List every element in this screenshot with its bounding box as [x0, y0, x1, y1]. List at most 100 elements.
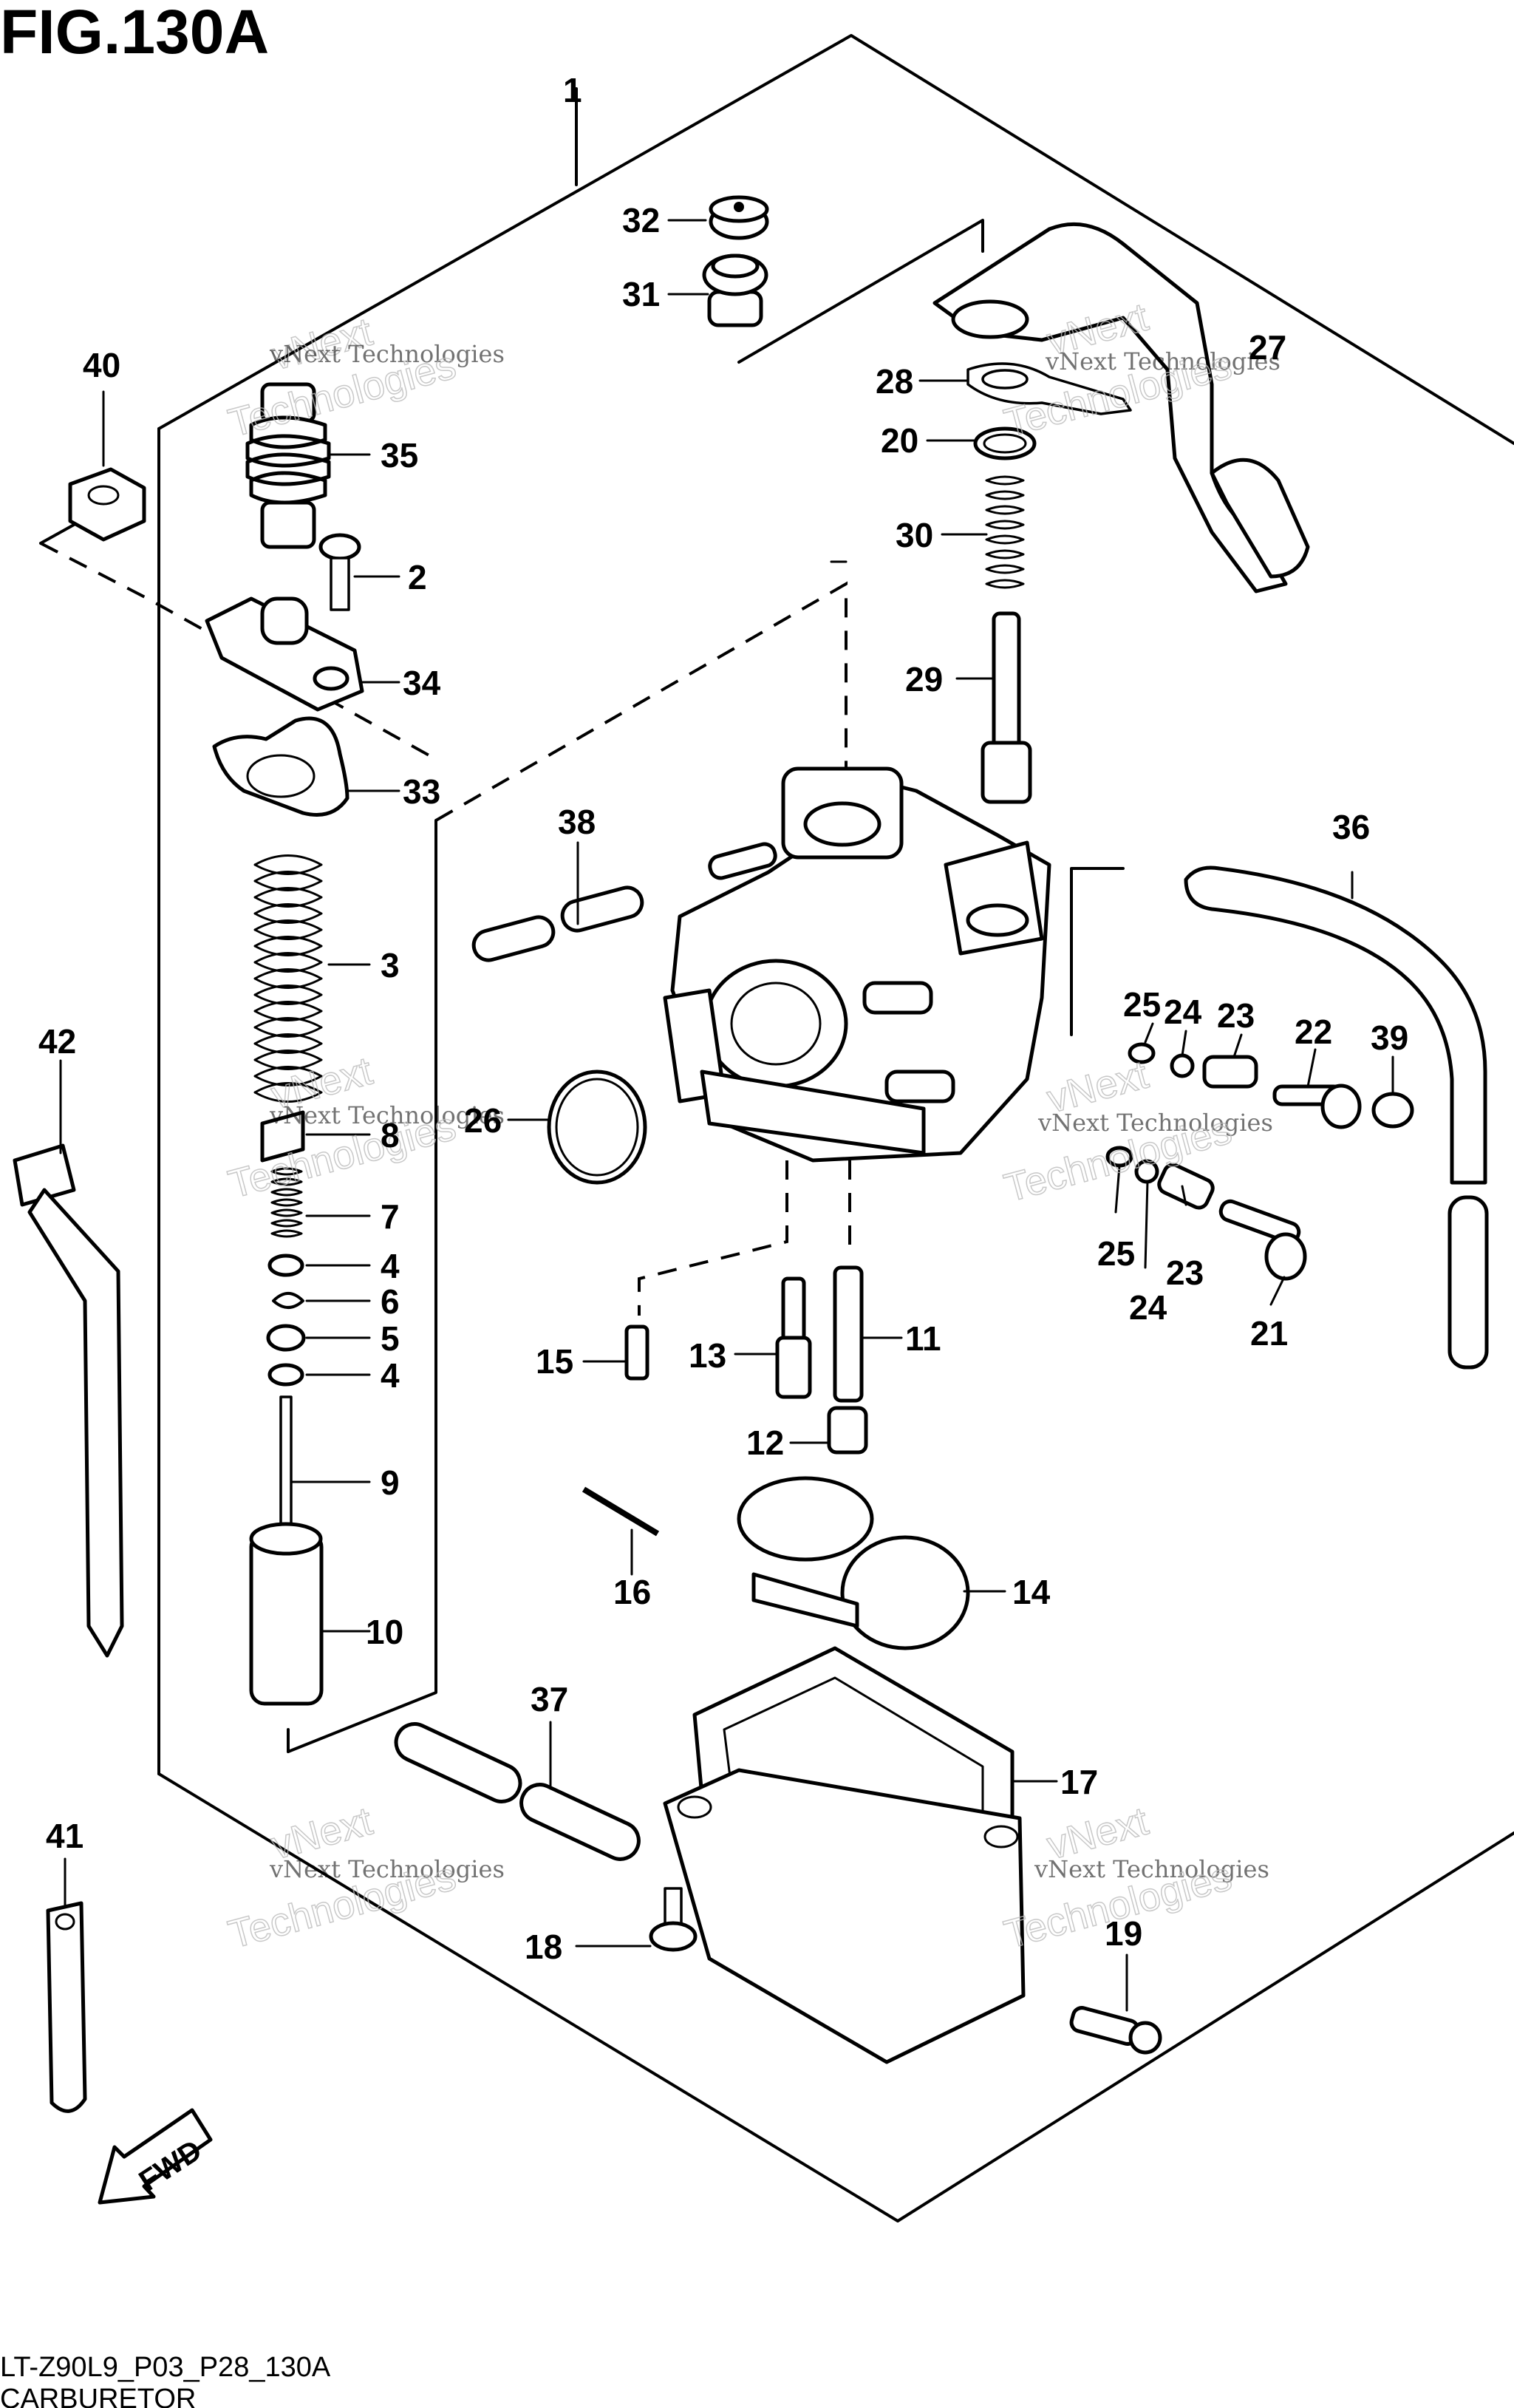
callout-34: 34: [403, 664, 441, 702]
callout-1: 1: [563, 71, 582, 109]
part-38-hose: [471, 885, 644, 962]
part-3-spring: [253, 854, 323, 1103]
callout-15: 15: [536, 1342, 573, 1381]
callout-10: 10: [366, 1613, 403, 1651]
callout-11: 11: [905, 1319, 941, 1358]
svg-text:vNext Technologies: vNext Technologies: [269, 1855, 505, 1883]
callout-41: 41: [46, 1817, 83, 1855]
part-8-clip: [260, 1110, 305, 1163]
callout-6: 6: [381, 1282, 400, 1321]
part-19-drain-screw: [1069, 2006, 1162, 2055]
part-29-plunger: [981, 611, 1032, 804]
callout-3: 3: [381, 946, 400, 984]
callout-21: 21: [1250, 1314, 1288, 1353]
callout-17: 17: [1060, 1763, 1098, 1801]
part-33-gasket: [212, 716, 349, 817]
callout-2: 2: [408, 558, 427, 596]
callout-5: 5: [381, 1319, 400, 1358]
part-10-throttle-valve: [249, 1522, 324, 1706]
figure-title: FIG.130A: [0, 0, 269, 67]
part-28-plate: [966, 362, 1132, 415]
part-7-spring: [270, 1167, 303, 1238]
part-5-seat: [266, 1324, 306, 1352]
part-25-washer: [1105, 1042, 1156, 1168]
part-18-screw: [649, 1887, 698, 1952]
part-21-screw: [1218, 1199, 1307, 1281]
part-32-cap: [709, 195, 769, 240]
fwd-arrow-icon: FWD: [98, 2108, 213, 2205]
part-27-choke-lever: [932, 222, 1310, 594]
callout-26: 26: [464, 1101, 502, 1140]
leader-lines: [59, 219, 1394, 2012]
svg-text:vNext Technologies: vNext Technologies: [1037, 1109, 1273, 1137]
part-39-cap: [1371, 1092, 1414, 1129]
callout-32: 32: [622, 201, 660, 239]
callout-23a: 23: [1217, 996, 1255, 1035]
part-1-carburetor-body: [663, 766, 1051, 1163]
svg-text:vNext Technologies: vNext Technologies: [269, 1101, 505, 1129]
callout-39: 39: [1371, 1018, 1408, 1057]
part-12-main-jet: [827, 1406, 868, 1455]
callout-33: 33: [403, 772, 440, 811]
part-22-screw: [1272, 1084, 1362, 1129]
callout-22: 22: [1295, 1013, 1332, 1051]
part-42-tie-band: [13, 1143, 124, 1658]
callout-4b: 4: [381, 1356, 400, 1395]
assembly-outline: [39, 34, 1514, 2222]
part-23-spring: [1157, 1055, 1258, 1210]
callout-9: 9: [381, 1463, 400, 1502]
figure-code: LT-Z90L9_P03_P28_130A: [0, 2352, 331, 2383]
callout-labels: 1 32 31 27 28 20 30 29 40 35 2 34 33 38 …: [38, 71, 1408, 1966]
callout-42: 42: [38, 1022, 76, 1061]
part-41-clamp: [46, 1901, 87, 2113]
callout-37: 37: [531, 1680, 568, 1718]
part-34-cap: [205, 596, 364, 712]
callout-19: 19: [1105, 1914, 1142, 1953]
part-2-screw: [318, 533, 361, 611]
callout-28: 28: [876, 362, 913, 401]
callout-8: 8: [381, 1116, 400, 1154]
part-11-needle-jet: [833, 1265, 864, 1403]
part-4-washer: [267, 1254, 304, 1387]
callout-4a: 4: [381, 1247, 400, 1285]
callout-7: 7: [381, 1197, 400, 1236]
callout-20: 20: [881, 421, 918, 460]
callout-12: 12: [746, 1424, 784, 1462]
part-36-hose: [1184, 865, 1489, 1370]
callout-18: 18: [525, 1928, 562, 1966]
callout-24b: 24: [1129, 1288, 1167, 1327]
callout-40: 40: [83, 346, 120, 384]
part-31-adjuster: [702, 254, 768, 327]
part-20-o-ring: [973, 426, 1037, 460]
callout-13: 13: [689, 1336, 726, 1375]
callout-35: 35: [381, 436, 418, 475]
part-14-float: [737, 1476, 970, 1650]
svg-text:vNext Technologies: vNext Technologies: [269, 340, 505, 368]
part-30-spring: [985, 475, 1025, 589]
callout-24a: 24: [1164, 993, 1202, 1031]
svg-text:vNext Technologies: vNext Technologies: [1045, 347, 1281, 375]
part-6-clip: [272, 1292, 304, 1309]
part-35-boot: [245, 382, 331, 549]
part-15-jet: [624, 1324, 649, 1381]
callout-30: 30: [896, 516, 933, 554]
part-bowl: [663, 1768, 1026, 2064]
part-26-o-ring: [547, 1069, 647, 1185]
callout-23b: 23: [1166, 1254, 1204, 1292]
part-16-float-pin: [582, 1486, 660, 1537]
callout-29: 29: [905, 660, 943, 698]
callout-14: 14: [1012, 1573, 1051, 1611]
callout-27: 27: [1249, 328, 1286, 367]
callout-31: 31: [622, 275, 660, 313]
part-37-hose: [394, 1722, 641, 1861]
callout-38: 38: [558, 803, 596, 841]
figure-name: CARBURETOR: [0, 2384, 196, 2408]
inner-outline: [287, 581, 1125, 1753]
part-40-nut: [68, 467, 146, 542]
part-13-pilot-jet: [775, 1276, 812, 1399]
callout-25a: 25: [1123, 985, 1161, 1024]
part-9-needle: [279, 1395, 293, 1528]
callout-16: 16: [613, 1573, 651, 1611]
callout-25b: 25: [1097, 1234, 1135, 1273]
